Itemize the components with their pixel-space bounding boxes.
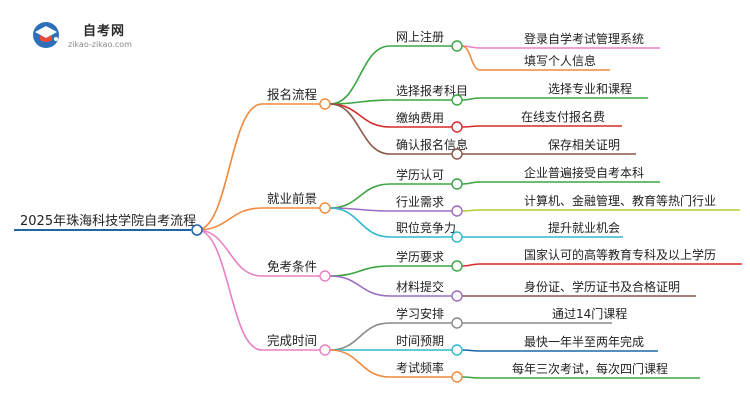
- child-label: 学习安排: [396, 306, 444, 321]
- child-node: [451, 178, 463, 190]
- leaf-connector: [461, 263, 481, 267]
- child-connector: [329, 103, 391, 155]
- child-label: 缴纳费用: [396, 110, 444, 125]
- child-node: [451, 40, 463, 52]
- branch-node: [319, 202, 331, 214]
- child-node: [451, 371, 463, 383]
- child-connector: [329, 207, 391, 238]
- leaf-label: 计算机、金融管理、教育等热门行业: [524, 193, 716, 208]
- child-node: [451, 317, 463, 329]
- branch-label: 就业前景: [267, 191, 317, 206]
- child-node: [451, 121, 463, 133]
- branch-connector: [196, 229, 263, 277]
- graduation-cap-icon: [33, 22, 59, 48]
- leaf-label: 通过14门课程: [552, 306, 627, 321]
- branch-label: 完成时间: [267, 333, 317, 348]
- leaf-label: 在线支付报名费: [521, 109, 605, 124]
- root-label: 2025年珠海科技学院自考流程: [20, 213, 196, 229]
- leaf-label: 每年三次考试，每次四门课程: [512, 361, 668, 376]
- branch-label: 报名流程: [267, 87, 318, 102]
- logo-title: 自考网: [83, 24, 126, 39]
- leaf-connector: [461, 376, 481, 379]
- leaf-connector: [461, 209, 481, 212]
- child-label: 学历认可: [396, 167, 444, 182]
- leaf-label: 国家认可的高等教育专科及以上学历: [524, 247, 716, 262]
- leaf-label: 保存相关证明: [548, 138, 620, 152]
- leaf-connector: [461, 349, 481, 352]
- leaf-connector: [461, 97, 481, 101]
- child-node: [451, 260, 463, 272]
- child-label: 选择报考科目: [396, 83, 468, 98]
- child-connector: [329, 183, 391, 209]
- leaf-label: 提升就业机会: [548, 220, 620, 235]
- child-connector: [329, 103, 391, 128]
- branch-label: 免考条件: [267, 259, 317, 274]
- leaf-label: 选择专业和课程: [548, 81, 632, 96]
- leaf-connector: [461, 45, 481, 71]
- child-connector: [329, 322, 391, 351]
- child-connector: [329, 265, 391, 277]
- child-label: 学历要求: [396, 249, 444, 264]
- child-label: 职位竞争力: [396, 220, 456, 235]
- child-node: [451, 148, 463, 160]
- child-label: 网上注册: [396, 29, 444, 44]
- child-label: 时间预期: [396, 334, 444, 348]
- leaf-connector: [461, 125, 481, 128]
- leaf-label: 企业普遍接受自考本科: [524, 165, 644, 180]
- branch-connector: [196, 229, 263, 351]
- branch-node: [319, 98, 331, 110]
- leaf-label: 填写个人信息: [524, 53, 596, 68]
- site-logo: 自考网 zikao-zikao.com: [30, 18, 150, 58]
- leaf-label: 登录自学考试管理系统: [524, 31, 644, 46]
- branch-node: [319, 344, 331, 356]
- root-node: [191, 224, 203, 236]
- leaf-label: 身份证、学历证书及合格证明: [524, 279, 680, 294]
- child-node: [451, 290, 463, 302]
- child-label: 考试频率: [396, 360, 444, 375]
- child-node: [451, 94, 463, 106]
- branch-node: [319, 270, 331, 282]
- child-label: 行业需求: [396, 195, 444, 209]
- child-connector: [329, 45, 391, 105]
- leaf-connector: [461, 181, 481, 185]
- child-label: 确认报名信息: [396, 137, 468, 152]
- branch-connector: [196, 207, 263, 231]
- child-node: [451, 344, 463, 356]
- leaf-label: 最快一年半至两年完成: [524, 334, 644, 349]
- child-node: [451, 205, 463, 217]
- branch-connector: [196, 103, 263, 231]
- child-label: 材料提交: [396, 279, 444, 294]
- child-connector: [329, 349, 391, 378]
- child-node: [451, 231, 463, 243]
- logo-url: zikao-zikao.com: [68, 40, 132, 49]
- child-connector: [329, 275, 391, 297]
